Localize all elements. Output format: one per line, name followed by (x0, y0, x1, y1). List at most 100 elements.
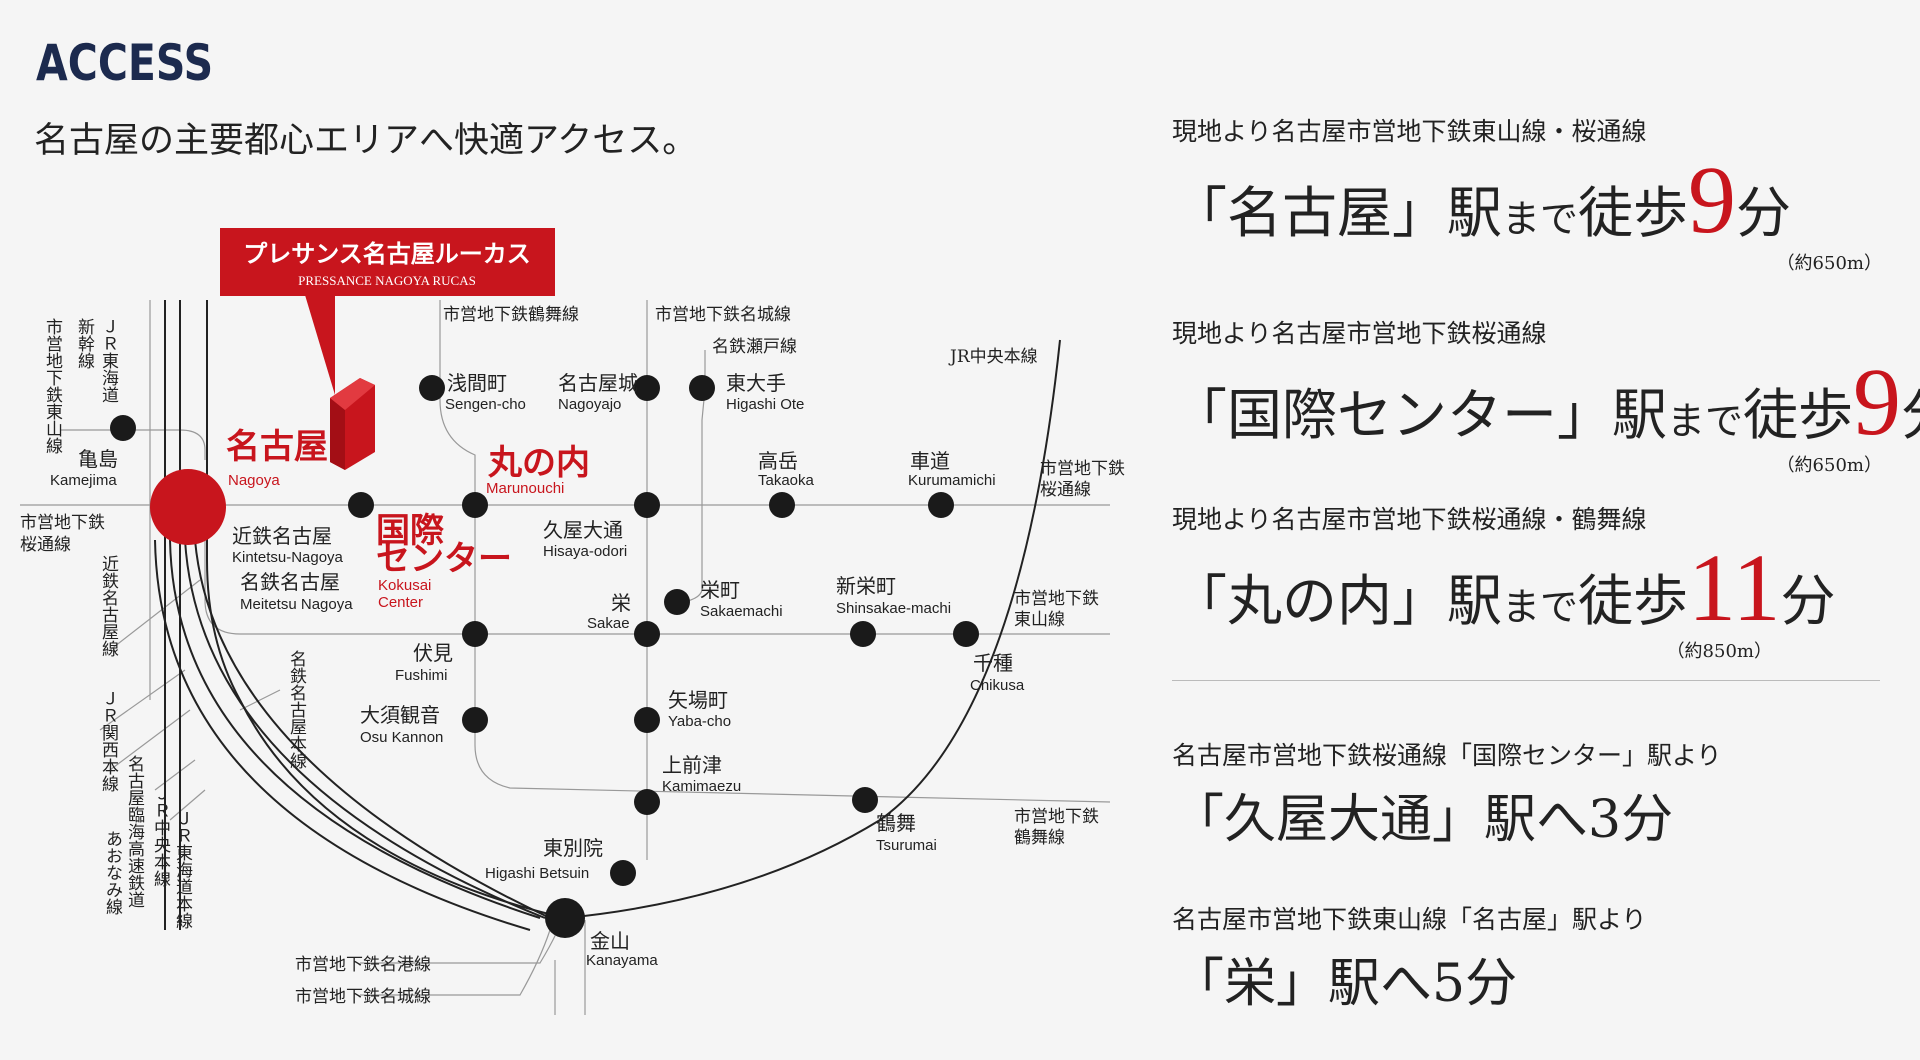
line-label-tsurumai-top: 市営地下鉄鶴舞線 (443, 305, 579, 325)
line-label-jr-kansai: ＪＲ関西本線 (98, 690, 119, 792)
access-mid-1: まで (1502, 197, 1579, 241)
station-dot-nagoyajo (634, 375, 660, 401)
property-label-box (220, 228, 555, 296)
line-label-sakuradori-right-1: 市営地下鉄 (1040, 459, 1125, 479)
label-sakaemachi-en: Sakaemachi (700, 603, 783, 620)
label-tsurumai: 鶴舞 (876, 811, 916, 835)
station-dots (110, 375, 979, 938)
line-label-meitetsu-main: 名鉄名古屋本線 (286, 650, 307, 769)
label-kokusai-en-2: Center (378, 594, 423, 611)
major-lines (154, 300, 1061, 931)
label-kamimaezu: 上前津 (662, 753, 722, 777)
line-label-jr-tokaido-main: ＪＲ東海道本線 (172, 810, 193, 929)
label-hisaya-en: Hisaya-odori (543, 543, 627, 560)
station-dot-takaoka (769, 492, 795, 518)
station-dot-sengencho (419, 375, 445, 401)
label-meitetsu-nagoya: 名鉄名古屋 (240, 570, 340, 594)
station-dot-fushimi (462, 621, 488, 647)
line-label-aonami-2: あおなみ線 (102, 830, 123, 915)
station-dot-tsurumai (852, 787, 878, 813)
label-kokusai-2: センター (376, 539, 512, 579)
label-kamejima: 亀島 (78, 447, 118, 471)
property-name: プレサンス名古屋ルーカス (243, 239, 531, 268)
label-fushimi: 伏見 (413, 641, 453, 665)
access-from-2: 現地より名古屋市営地下鉄桜通線 (1172, 319, 1547, 348)
access-unit-2: 分 (1901, 383, 1920, 447)
property-marker (330, 378, 375, 470)
label-kintetsu-nagoya-en: Kintetsu-Nagoya (232, 549, 344, 566)
line-label-meijo-bottom: 市営地下鉄名城線 (295, 987, 431, 1007)
station-dot-yabacho (634, 707, 660, 733)
station-dot-shinsakae (850, 621, 876, 647)
label-yabacho-en: Yaba-cho (668, 713, 731, 730)
label-sakae-en: Sakae (587, 615, 630, 632)
access-from-3: 現地より名古屋市営地下鉄桜通線・鶴舞線 (1172, 505, 1647, 534)
access-mid-2: まで (1667, 399, 1744, 443)
station-dot-kanayama (545, 898, 585, 938)
access-main-1: 「名古屋」駅まで徒歩9分 (1172, 152, 1882, 248)
line-label-jr-chuo-left: ＪＲ中央本線 (150, 785, 171, 887)
vertical-line-labels: 市営地下鉄東山線 新幹線 ＪＲ東海道 近鉄名古屋線 ＪＲ関西本線 名古屋臨海高速… (42, 318, 307, 929)
label-kamimaezu-en: Kamimaezu (662, 778, 741, 795)
transfer-from-2: 名古屋市営地下鉄東山線「名古屋」駅より (1172, 905, 1647, 934)
callout-pointer (305, 295, 335, 395)
access-note-1: （約650m） (1776, 253, 1882, 274)
access-item-3: 現地より名古屋市営地下鉄桜通線・鶴舞線 「丸の内」駅まで徒歩11分 （約850m… (1172, 500, 1836, 663)
transfer-text-2: 「栄」駅へ5分 (1172, 954, 1518, 1014)
access-main-3: 「丸の内」駅まで徒歩11分 (1172, 540, 1836, 636)
label-kanayama-en: Kanayama (586, 952, 658, 969)
line-label-tsurumai-right-2: 鶴舞線 (1014, 828, 1065, 848)
station-dot-higashibetsuin (610, 860, 636, 886)
property-name-en: PRESSANCE NAGOYA RUCAS (298, 273, 476, 288)
label-yabacho: 矢場町 (668, 688, 728, 712)
label-sakaemachi: 栄町 (700, 578, 740, 602)
label-osu-en: Osu Kannon (360, 729, 443, 746)
access-mid-3: まで (1502, 585, 1579, 629)
label-meitetsu-nagoya-en: Meitetsu Nagoya (240, 596, 353, 613)
station-dot-marunouchi (462, 492, 488, 518)
access-walk-1: 徒歩 (1578, 181, 1689, 245)
label-kurumamichi: 車道 (910, 449, 950, 473)
label-higashiote: 東大手 (726, 371, 786, 395)
access-note-2: （約650m） (1776, 455, 1882, 476)
access-main-2: 「国際センター」駅まで徒歩9分 (1172, 354, 1920, 450)
label-tsurumai-en: Tsurumai (876, 837, 937, 854)
access-min-3: 11 (1688, 534, 1781, 641)
label-hisaya: 久屋大通 (543, 518, 623, 542)
line-label-aonami-1: 名古屋臨海高速鉄道 (124, 755, 145, 908)
access-unit-3: 分 (1780, 569, 1836, 633)
label-fushimi-en: Fushimi (395, 667, 448, 684)
station-dot-kamimaezu (634, 789, 660, 815)
line-label-sakuradori-left-2: 桜通線 (20, 535, 71, 555)
access-item-2: 現地より名古屋市営地下鉄桜通線 「国際センター」駅まで徒歩9分 （約650m） (1172, 314, 1920, 477)
access-station-1: 「名古屋」駅 (1172, 181, 1503, 245)
access-station-3: 「丸の内」駅 (1172, 569, 1503, 633)
access-item-1: 現地より名古屋市営地下鉄東山線・桜通線 「名古屋」駅まで徒歩9分 （約650m） (1172, 112, 1882, 275)
line-label-jr-tokaido: ＪＲ東海道 (98, 318, 119, 403)
label-chikusa-en: Chikusa (970, 677, 1025, 694)
line-label-higashiyama-left: 市営地下鉄東山線 (42, 318, 63, 454)
station-dot-nagoya (150, 469, 226, 545)
station-dot-osu (462, 707, 488, 733)
station-dot-kokusai (348, 492, 374, 518)
label-higashiote-en: Higashi Ote (726, 396, 804, 413)
station-dot-sakae (634, 621, 660, 647)
station-dot-hisaya (634, 492, 660, 518)
line-label-meiko: 市営地下鉄名港線 (295, 955, 431, 975)
station-dot-sakaemachi (664, 589, 690, 615)
access-walk-3: 徒歩 (1578, 569, 1689, 633)
route-map: プレサンス名古屋ルーカス PRESSANCE NAGOYA RUCAS 亀島 K… (20, 228, 1125, 1015)
label-nagoya: 名古屋 (226, 427, 328, 467)
label-kanayama: 金山 (590, 929, 630, 953)
label-chikusa: 千種 (973, 651, 1013, 675)
line-label-higashiyama-right-1: 市営地下鉄 (1014, 589, 1099, 609)
label-marunouchi: 丸の内 (487, 443, 590, 483)
label-takaoka: 高岳 (758, 449, 798, 473)
label-higashibetsuin-en: Higashi Betsuin (485, 865, 589, 882)
access-walk-2: 徒歩 (1743, 383, 1854, 447)
label-nagoyajo: 名古屋城 (558, 371, 638, 395)
transfer-item-1: 名古屋市営地下鉄桜通線「国際センター」駅より 「久屋大通」駅へ3分 (1172, 736, 1722, 846)
label-higashibetsuin: 東別院 (543, 836, 603, 860)
divider (1172, 680, 1880, 681)
label-takaoka-en: Takaoka (758, 472, 815, 489)
